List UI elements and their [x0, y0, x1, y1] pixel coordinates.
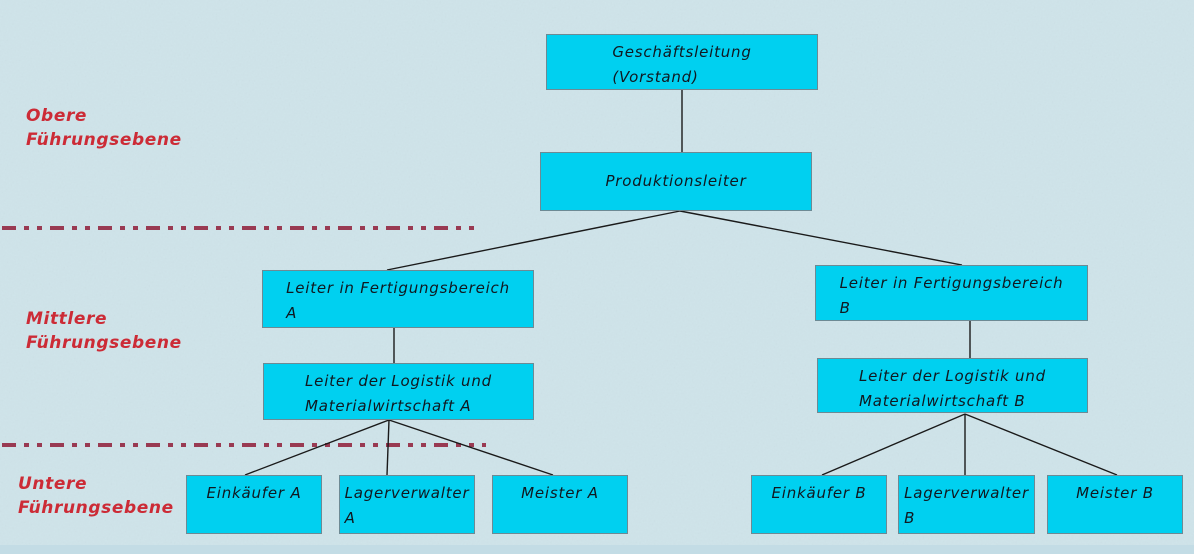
org-node-line: Lagerverwalter [344, 484, 470, 502]
org-node-line: Materialwirtschaft B [859, 392, 1026, 410]
org-node-line: Lagerverwalter [904, 484, 1029, 502]
connector-produktionsleiter-to-fertigung-b [679, 210, 963, 266]
connector-logistik-b-to-einkaeufer-b [821, 413, 966, 476]
connector-logistik-b-to-meister-b [964, 413, 1118, 476]
org-node-line: (Vorstand) [612, 68, 699, 86]
level-label-line: Untere [18, 474, 88, 494]
connector-produktionsleiter-to-fertigung-a [386, 210, 681, 271]
level-label-line: Mittlere [26, 309, 108, 329]
org-node-geschaeftsleitung: Geschäftsleitung (Vorstand) [546, 34, 818, 90]
org-node-meister-a: Meister A [492, 475, 628, 534]
level-label-line: Führungsebene [26, 333, 182, 353]
org-node-line: Geschäftsleitung [612, 43, 752, 61]
org-node-text: Meister A [521, 481, 599, 506]
org-node-line: A [286, 304, 298, 322]
org-node-text: Einkäufer B [771, 481, 866, 506]
org-node-line: A [344, 509, 356, 527]
org-node-einkaeufer-b: Einkäufer B [751, 475, 887, 534]
org-node-text: Einkäufer A [206, 481, 301, 506]
org-node-line: Einkäufer B [771, 484, 867, 502]
org-node-line: Materialwirtschaft A [305, 397, 472, 415]
bottom-shade-band [0, 545, 1194, 554]
org-node-meister-b: Meister B [1047, 475, 1183, 534]
connector-logistik-a-to-einkaeufer-a [244, 419, 390, 476]
org-node-line: B [904, 509, 916, 527]
org-node-line: Meister A [521, 484, 599, 502]
org-node-line: Leiter der Logistik und [305, 372, 492, 390]
org-node-text: Produktionsleiter [605, 169, 746, 194]
connector-logistik-a-to-meister-a [388, 419, 554, 476]
org-node-line: Leiter in Fertigungsbereich [839, 274, 1064, 292]
org-node-einkaeufer-a: Einkäufer A [186, 475, 322, 534]
org-node-line: B [839, 299, 851, 317]
level-label-line: Führungsebene [18, 498, 174, 518]
org-node-line: Leiter in Fertigungsbereich [286, 279, 510, 297]
org-node-produktionsleiter: Produktionsleiter [540, 152, 812, 211]
org-node-line: Leiter der Logistik und [859, 367, 1046, 385]
org-node-text: Geschäftsleitung (Vorstand) [612, 40, 751, 90]
level-label-line: Führungsebene [26, 130, 182, 150]
org-node-text: Meister B [1076, 481, 1154, 506]
connector-logistik-a-to-lagerverwalter-a [386, 419, 390, 476]
org-node-line: Einkäufer A [206, 484, 302, 502]
org-node-line: Meister B [1076, 484, 1154, 502]
level-label-line: Obere [26, 106, 88, 126]
org-node-line: Produktionsleiter [605, 172, 747, 190]
